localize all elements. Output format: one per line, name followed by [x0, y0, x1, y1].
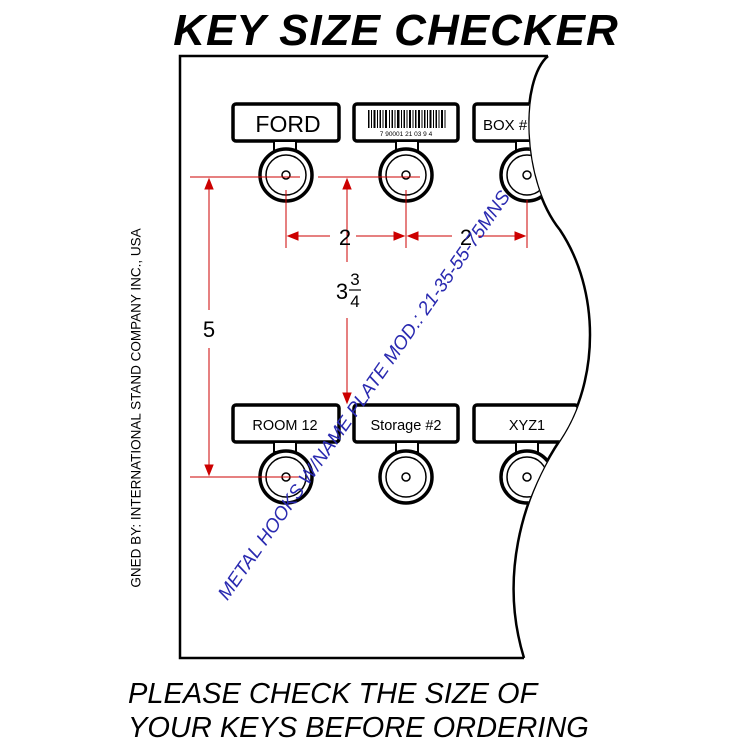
- plate-label-room-12: ROOM 12: [252, 418, 317, 434]
- hook-xyz1: [499, 449, 555, 505]
- footer-line-1: PLEASE CHECK THE SIZE OF: [128, 678, 538, 710]
- hook-plate-box: BOX #: [472, 102, 580, 152]
- designer-credit: GNED BY: INTERNATIONAL STAND COMPANY INC…: [128, 228, 144, 588]
- plate-label-box: BOX #: [483, 117, 528, 134]
- dimension-label-vertical-left: 5: [203, 317, 215, 342]
- dimension-label-horizontal-2: 2: [460, 225, 472, 250]
- barcode-digits: 7 90001 21 03 9 4: [380, 131, 433, 138]
- hook-plate-ford: FORD: [231, 102, 341, 152]
- barcode: [368, 110, 446, 128]
- dimension-label-vertical-mid: 3 3 4: [336, 270, 361, 311]
- plate-label-xyz1: XYZ1: [509, 418, 545, 434]
- board-outline: [178, 54, 592, 660]
- hook-plate-barcode: 7 90001 21 03 9 4: [352, 102, 460, 152]
- hook-storage-2: [378, 449, 434, 505]
- page-title: KEY SIZE CHECKER: [173, 6, 619, 55]
- footer-line-2: YOUR KEYS BEFORE ORDERING: [128, 712, 589, 744]
- hook-plate-xyz1: XYZ1: [472, 403, 580, 453]
- plate-label-storage-2: Storage #2: [371, 418, 442, 434]
- dimension-label-horizontal-1: 2: [339, 225, 351, 250]
- plate-label-ford: FORD: [255, 111, 320, 137]
- hook-box: [499, 147, 555, 203]
- hook-plate-storage-2: Storage #2: [352, 403, 460, 453]
- hook-plate-room-12: ROOM 12: [231, 403, 341, 453]
- dimension-numerator: 3: [350, 270, 359, 289]
- dimension-whole: 3: [336, 279, 348, 304]
- dimension-denominator: 4: [350, 292, 359, 311]
- dimension-lines: [190, 176, 528, 478]
